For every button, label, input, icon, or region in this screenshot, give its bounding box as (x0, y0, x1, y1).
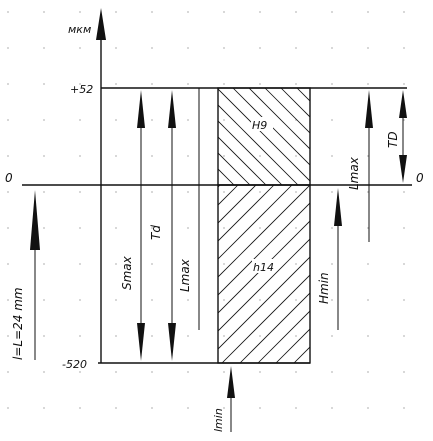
length-arrow (30, 190, 40, 360)
lmax-right-label: Lmax (347, 156, 361, 190)
smax-label: Smax (120, 255, 134, 290)
smax-dimension (137, 90, 145, 361)
lmax-right-arrow (365, 90, 373, 242)
axis-unit-label: мкм (68, 23, 91, 36)
td-hole-label: TD (386, 131, 400, 148)
lmax-left-label: Lmax (178, 258, 192, 292)
hmin-label: Hmin (317, 272, 331, 304)
td-hole-dimension (399, 90, 407, 183)
length-label: l=L=24 mm (11, 287, 25, 360)
upper-deviation-label: +52 (70, 83, 93, 96)
zero-label-left: 0 (5, 171, 13, 185)
shaft-tolerance-field-h14 (217, 184, 311, 364)
zero-label-right: 0 (416, 171, 424, 185)
vertical-axis (96, 8, 106, 363)
background-dot-grid (7, 11, 405, 409)
lmin-label: lmin (212, 408, 225, 432)
hole-tolerance-field-h9 (217, 87, 311, 186)
lmin-arrow (227, 366, 235, 432)
shaft-field-label: h14 (253, 261, 274, 274)
lower-deviation-label: -520 (62, 358, 87, 371)
td-dimension (168, 90, 176, 361)
hmin-arrow (334, 188, 342, 330)
td-label: Td (149, 225, 163, 240)
hole-field-label: H9 (252, 119, 267, 132)
